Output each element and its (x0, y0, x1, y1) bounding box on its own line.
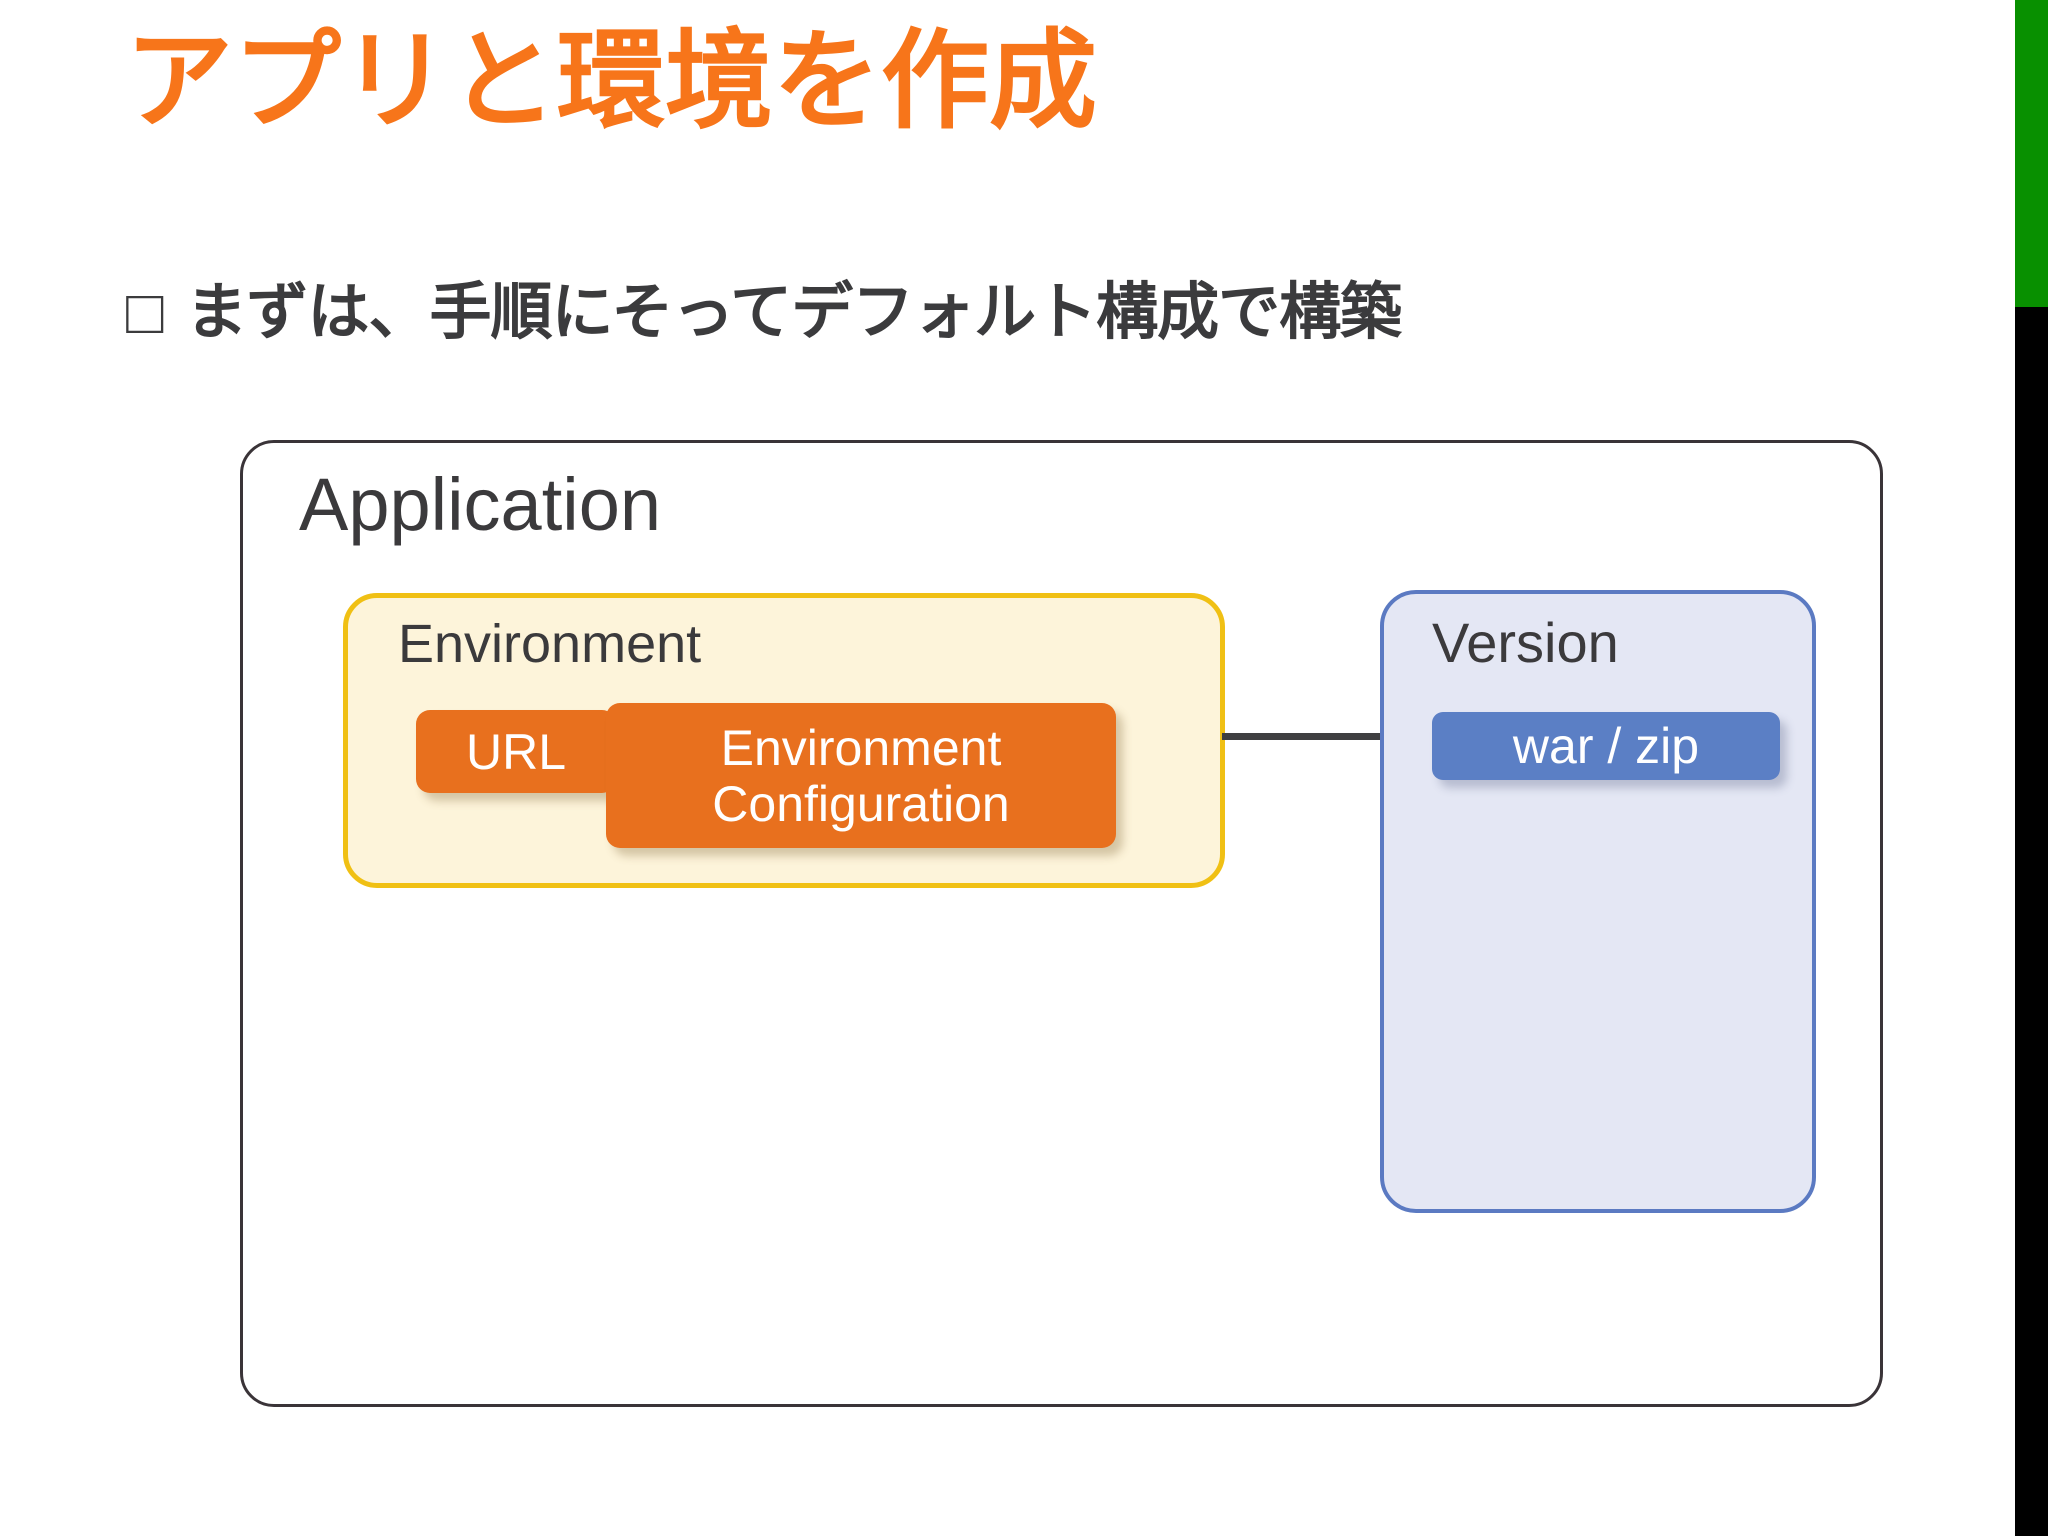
square-bullet-icon: □ (126, 278, 164, 347)
url-node: URL (416, 710, 616, 793)
version-label: Version (1432, 611, 1619, 674)
edge-accent-bar-black (2015, 307, 2048, 1536)
url-node-label: URL (465, 723, 567, 780)
environment-label: Environment (398, 614, 702, 674)
connector-line (1222, 733, 1432, 740)
environment-configuration-node: Environment Configuration (606, 703, 1116, 848)
page-title: アプリと環境を作成 (125, 20, 1098, 141)
environment-configuration-label-line1: Environment (720, 719, 1002, 776)
war-zip-node-label: war / zip (1512, 718, 1700, 774)
war-zip-node: war / zip (1432, 712, 1780, 780)
application-label: Application (299, 463, 662, 546)
environment-box: Environment URL Environment Configuratio… (343, 593, 1225, 888)
version-box: Version war / zip (1380, 590, 1816, 1213)
edge-accent-bar-green (2015, 0, 2048, 307)
bullet-item-label: まずは、手順にそってデフォルト構成で構築 (185, 278, 1402, 347)
environment-configuration-label-line2: Configuration (712, 775, 1010, 832)
bullet-item: □ まずは、手順にそってデフォルト構成で構築 (126, 276, 1402, 350)
